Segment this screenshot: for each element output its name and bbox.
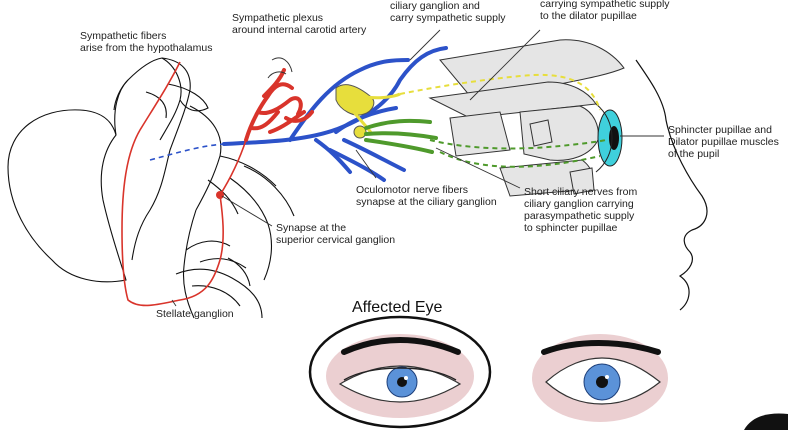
superior-cervical-ganglion xyxy=(216,191,224,199)
carotid-plexus xyxy=(246,70,312,140)
orbit-bones xyxy=(430,40,624,196)
label-stellate: Stellate ganglion xyxy=(156,308,234,320)
face-profile xyxy=(636,60,707,310)
brain-outline xyxy=(8,58,294,318)
eyeball xyxy=(596,104,622,172)
blue-dashed-fiber xyxy=(150,144,224,160)
affected-eye xyxy=(310,317,490,427)
label-affected-eye: Affected Eye xyxy=(352,299,442,317)
short-ciliary-nerves xyxy=(366,121,436,152)
corner-mark xyxy=(744,414,788,430)
normal-eye xyxy=(532,334,668,422)
